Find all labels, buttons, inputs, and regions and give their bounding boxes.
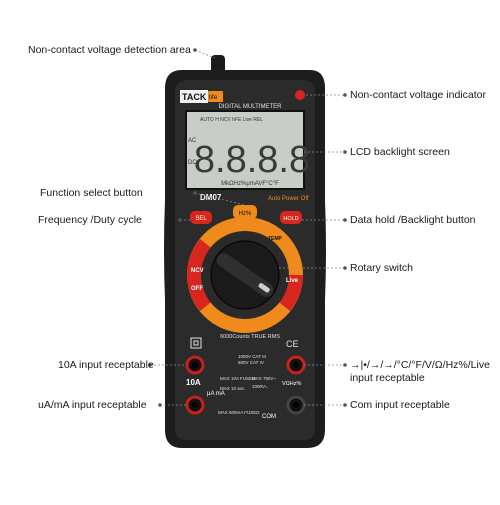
brand-logo-box <box>180 90 208 103</box>
dial-label-ncv: NCV <box>191 268 204 274</box>
dot-com <box>343 403 347 407</box>
dot-ncv-indicator <box>343 93 347 97</box>
double-insulation-mark <box>190 337 202 349</box>
callout-vohm-input-line1: →|•/→/→/°C/°F/V/Ω/Hz%/Live <box>350 359 490 371</box>
callout-vohm-input-line2: input receptable <box>350 372 425 384</box>
warning-max10: MAX 10 sec. <box>220 386 246 391</box>
callout-rotary: Rotary switch <box>350 262 414 274</box>
callout-function-select: Function select button <box>40 187 143 199</box>
ncv-indicator-led <box>295 90 305 100</box>
dot-rotary <box>343 266 347 270</box>
lcd-units: MkΩHz%µmAVF°C°F <box>221 181 279 187</box>
lcd-top-row: AUTO H NCV hFE Live REL <box>200 117 263 123</box>
jack-10a-label: 10A <box>186 378 201 387</box>
leader-function <box>194 192 246 206</box>
dot-data-hold <box>343 218 347 222</box>
jack-com-hole <box>293 402 299 408</box>
jack-ua-label: µA mA <box>207 391 225 397</box>
callout-data-hold: Data hold /Backlight button <box>350 214 476 226</box>
callout-uama-input: uA/mA input receptable <box>38 399 147 411</box>
sel-button[interactable] <box>190 211 212 224</box>
ce-mark: CE <box>286 339 299 349</box>
callout-com-input: Com input receptable <box>350 399 450 411</box>
dial-label-temp: TEMP <box>268 236 283 242</box>
callout-10a-input: 10A input receptable <box>58 359 154 371</box>
dot-lcd <box>343 150 347 154</box>
warning-fused-10a: MAX 10A FUSED <box>220 376 256 381</box>
leader-ncv-area <box>194 49 216 59</box>
counts-label: 6000Counts TRUE RMS <box>220 334 280 340</box>
brand-suffix-box <box>208 91 223 102</box>
warning-cat3: 1000V CAT III <box>238 354 266 359</box>
dot-uama <box>158 403 162 407</box>
device-subtitle: DIGITAL MULTIMETER <box>219 104 283 110</box>
dot-function <box>193 191 197 195</box>
leader-dots <box>148 48 347 407</box>
jack-com-label: COM <box>262 414 276 420</box>
dial-label-off: OFF <box>191 286 203 292</box>
lcd-digits: 8.8.8.8 <box>194 139 310 181</box>
rotary-knob-pointer <box>258 283 270 293</box>
hz-button[interactable] <box>233 205 257 219</box>
jack-uama-hole <box>192 402 198 408</box>
brand-suffix: life <box>209 94 218 101</box>
hold-button[interactable] <box>280 211 302 224</box>
lcd-ac-label: AC <box>188 138 197 144</box>
jack-vohm-hole <box>293 362 299 368</box>
warning-cat4: 600V CAT IV <box>238 360 264 365</box>
model-label: DM07 <box>200 193 222 202</box>
lcd-dc-label: DC <box>188 160 197 166</box>
warning-max750: MAX 750V~ <box>252 376 277 381</box>
jack-v-label: VΩHz% <box>282 381 302 387</box>
dial-label-live: Live <box>286 278 299 284</box>
callout-ncv-area: Non-contact voltage detection area <box>28 44 191 56</box>
hold-button-label: HOLD <box>283 216 298 222</box>
jack-10a-hole <box>192 362 198 368</box>
callout-frequency: Frequency /Duty cycle <box>38 214 142 226</box>
leader-lines <box>150 49 345 406</box>
warning-600ma: MAX 600mA FUSED <box>218 410 260 415</box>
lcd-screen <box>185 110 305 190</box>
dot-vohm <box>343 363 347 367</box>
sel-button-label: SEL <box>195 216 207 222</box>
brand-logo: TACK <box>182 92 207 102</box>
dot-ncv-area <box>193 48 197 52</box>
double-insulation-inner <box>193 340 199 346</box>
auto-power-label: Auto Power Off <box>268 196 309 202</box>
callout-ncv-indicator: Non-contact voltage indicator <box>350 89 486 101</box>
callout-lcd-backlight: LCD backlight screen <box>350 146 450 158</box>
dot-frequency <box>178 218 182 222</box>
dot-10a <box>148 363 152 367</box>
hz-button-label: Hz% <box>239 211 252 217</box>
warning-max1000: 1000V= <box>252 384 268 389</box>
